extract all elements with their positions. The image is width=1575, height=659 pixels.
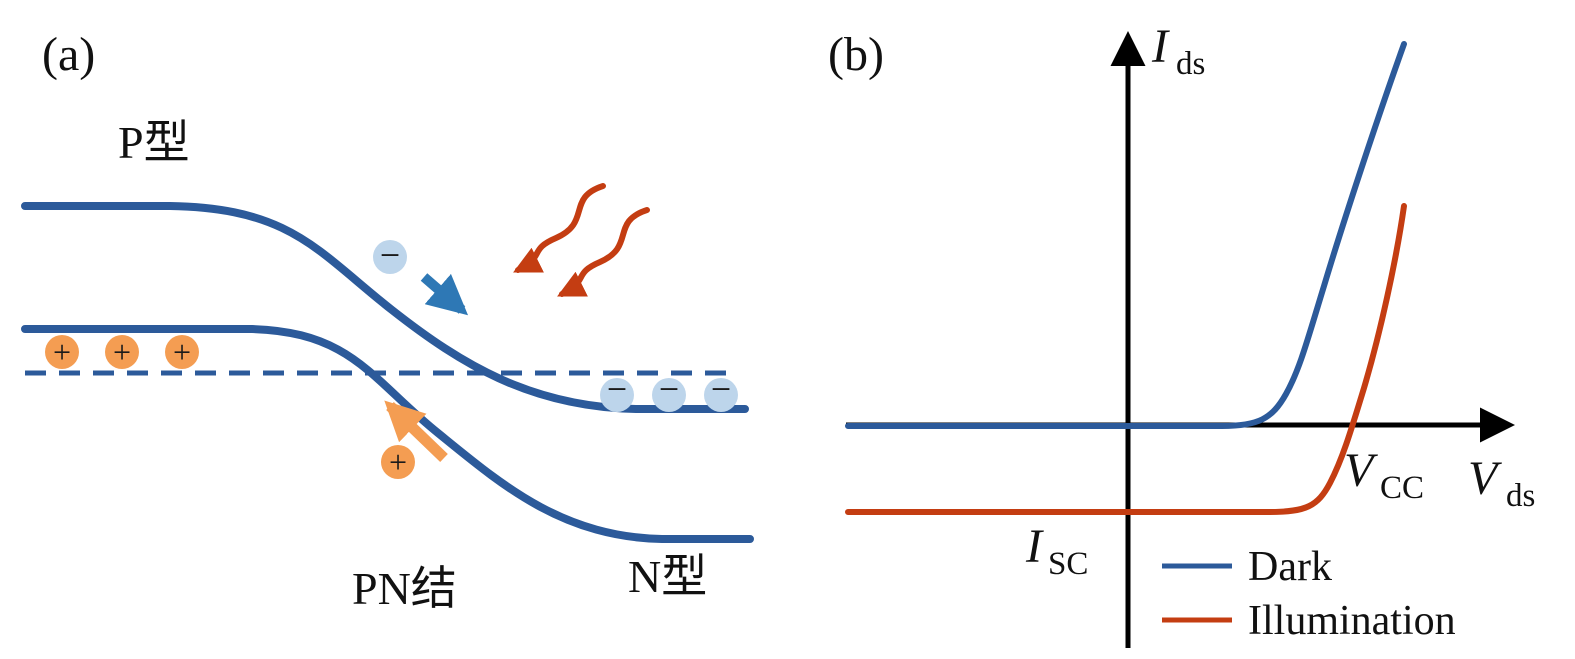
- x-axis-label-sub: ds: [1506, 478, 1535, 514]
- x-axis-label: V ds: [1468, 452, 1535, 514]
- electron-circle: [652, 378, 686, 412]
- pn-junction-label: PN结: [352, 563, 457, 614]
- panel-b-tag: (b): [828, 28, 884, 81]
- p-type-label: P型: [118, 117, 190, 168]
- isc-main: I: [1025, 520, 1044, 573]
- plus-symbol: +: [173, 334, 191, 370]
- panel-a: (a) P型 + + + − +: [21, 28, 754, 614]
- photon-wavy-arrow: [513, 183, 606, 273]
- panel-b: (b) I ds V ds V CC I SC Dark: [828, 20, 1535, 648]
- plus-symbol: +: [113, 334, 131, 370]
- electron-drift-arrow: [420, 273, 469, 316]
- legend-dark-label: Dark: [1248, 544, 1332, 590]
- electrons-group: − − −: [600, 369, 738, 412]
- legend-illumination-label: Illumination: [1248, 598, 1456, 644]
- hole-circle: [45, 335, 79, 369]
- plus-symbol: +: [53, 334, 71, 370]
- hole-on-slope: +: [381, 444, 415, 480]
- electron-circle: [600, 378, 634, 412]
- dark-curve: [845, 41, 1407, 429]
- x-axis-label-main: V: [1468, 452, 1502, 505]
- illumination-curve: [845, 203, 1407, 515]
- n-type-label: N型: [628, 551, 707, 602]
- minus-symbol: −: [380, 235, 400, 275]
- y-axis-label-sub: ds: [1176, 46, 1205, 82]
- upper-band-curve: [21, 202, 749, 413]
- photon-arrows: [513, 183, 650, 297]
- y-axis-label-main: I: [1151, 20, 1170, 73]
- hole-circle: [105, 335, 139, 369]
- isc-annotation: I SC: [1025, 520, 1088, 582]
- electron-circle: [373, 240, 407, 274]
- hole-drift-arrow: [384, 400, 448, 462]
- isc-sub: SC: [1048, 546, 1088, 582]
- holes-group: + + +: [45, 334, 199, 370]
- legend: Dark Illumination: [1162, 544, 1456, 644]
- minus-symbol: −: [711, 369, 731, 409]
- vcc-annotation: V CC: [1344, 444, 1424, 506]
- electron-on-slope: −: [373, 235, 407, 275]
- minus-symbol: −: [607, 369, 627, 409]
- minus-symbol: −: [659, 369, 679, 409]
- electron-circle: [704, 378, 738, 412]
- plus-symbol: +: [389, 444, 407, 480]
- hole-circle: [165, 335, 199, 369]
- y-axis-label: I ds: [1151, 20, 1205, 82]
- hole-circle: [381, 445, 415, 479]
- vcc-sub: CC: [1380, 470, 1424, 506]
- lower-band-curve: [21, 325, 754, 543]
- vcc-main: V: [1344, 444, 1378, 497]
- photon-wavy-arrow: [557, 207, 650, 297]
- panel-a-tag: (a): [42, 28, 95, 81]
